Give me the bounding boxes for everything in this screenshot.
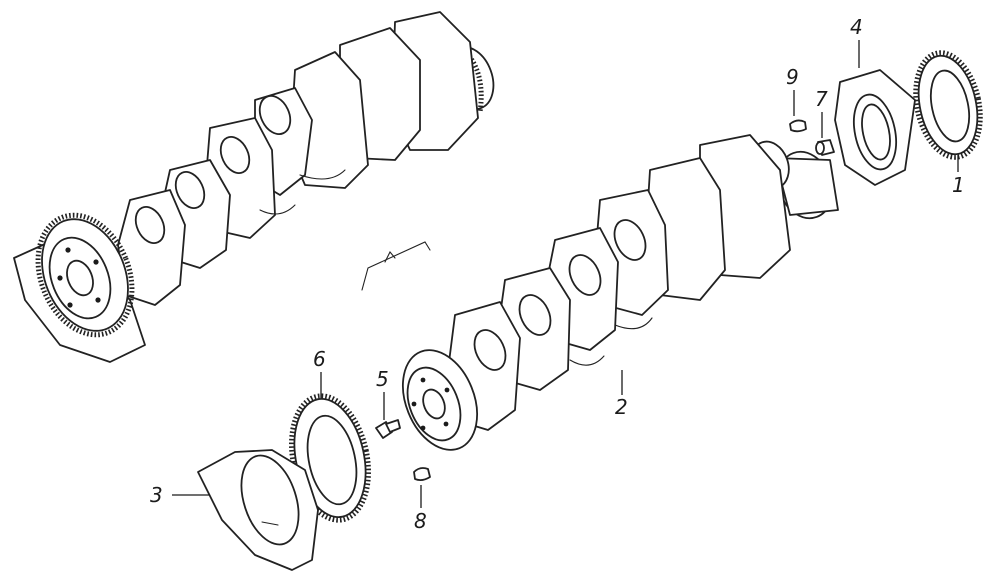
callout-number-7: 7	[815, 87, 828, 111]
callout-9: 9	[786, 65, 799, 116]
assembled-crankshaft	[13, 11, 495, 363]
callout-7: 7	[815, 87, 828, 138]
crankshaft-part-2	[402, 134, 839, 451]
key-part-9	[789, 119, 807, 133]
front-counterweight-part-3	[197, 449, 319, 571]
assembled-counterweights	[117, 11, 479, 306]
callout-number-4: 4	[850, 15, 863, 39]
thrust-washer-part-4	[834, 69, 916, 186]
callout-8: 8	[414, 485, 427, 533]
assembled-journals	[134, 95, 346, 244]
callout-number-2: 2	[615, 395, 628, 419]
callout-6: 6	[313, 347, 326, 398]
callout-number-1: 1	[952, 173, 965, 197]
callout-number-3: 3	[150, 483, 163, 507]
rear-gear-part-1	[913, 50, 983, 160]
callout-number-5: 5	[376, 367, 389, 391]
bolt-part-5	[375, 419, 401, 439]
key-part-8	[413, 467, 431, 482]
callout-2: 2	[615, 370, 628, 419]
direction-arrow	[361, 241, 431, 291]
crankshaft-front-flange	[402, 349, 478, 451]
callout-4: 4	[850, 15, 863, 68]
callout-number-8: 8	[414, 509, 427, 533]
callout-1: 1	[952, 155, 965, 197]
callout-number-6: 6	[313, 347, 326, 371]
callout-3: 3	[150, 483, 210, 507]
assembled-front-flange	[13, 212, 146, 363]
callout-5: 5	[376, 367, 389, 420]
pin-part-7	[815, 139, 835, 156]
crankshaft-journals	[473, 219, 653, 371]
callout-number-9: 9	[786, 65, 799, 89]
crankshaft-counterweights	[447, 134, 791, 431]
